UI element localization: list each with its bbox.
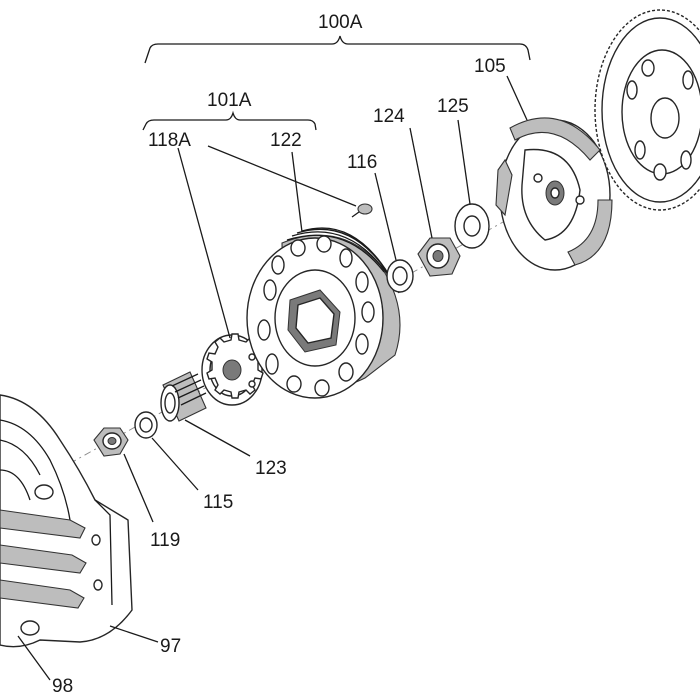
- label-100A: 100A: [318, 12, 363, 33]
- ring-gear: [594, 9, 700, 211]
- center-axis: [39, 167, 601, 481]
- leader-116: [374, 172, 397, 261]
- part-labels: 100A 101A 118A 122 116 124 125 105 123 1…: [52, 12, 506, 697]
- crankcase-housing: [0, 394, 133, 648]
- leader-118A: [177, 147, 231, 339]
- label-105: 105: [474, 56, 506, 77]
- label-97: 97: [160, 636, 181, 657]
- leader-123: [184, 419, 251, 457]
- label-122: 122: [270, 130, 302, 151]
- leader-124: [409, 127, 433, 239]
- washer-115: [134, 411, 158, 439]
- needle-bearing-123: [160, 371, 207, 422]
- pulley-drum-122: [246, 227, 401, 399]
- label-115: 115: [203, 492, 233, 513]
- leader-97: [109, 625, 159, 643]
- label-124: 124: [373, 106, 405, 127]
- nut-124: [417, 237, 461, 277]
- label-116: 116: [347, 152, 377, 173]
- washer-116: [386, 259, 414, 293]
- bracket-101A: [142, 110, 317, 131]
- label-101A: 101A: [207, 90, 252, 111]
- clutch-shoe-105: [495, 117, 613, 271]
- leader-lines: [17, 75, 528, 681]
- label-98: 98: [52, 676, 73, 697]
- screw-part: [351, 203, 373, 218]
- label-125: 125: [437, 96, 469, 117]
- leader-105: [506, 75, 528, 121]
- sprocket-118A: [201, 333, 264, 406]
- bracket-100A: [144, 35, 531, 64]
- label-119: 119: [150, 530, 180, 551]
- leader-122: [291, 151, 303, 233]
- washer-125: [454, 203, 490, 249]
- leader-125: [457, 119, 471, 205]
- leader-115: [151, 437, 199, 491]
- label-123: 123: [255, 458, 287, 479]
- nut-119: [93, 427, 129, 457]
- leader-118A-screw: [207, 145, 357, 207]
- leader-98: [17, 635, 51, 681]
- leader-119: [123, 453, 154, 523]
- label-118A: 118A: [148, 130, 191, 151]
